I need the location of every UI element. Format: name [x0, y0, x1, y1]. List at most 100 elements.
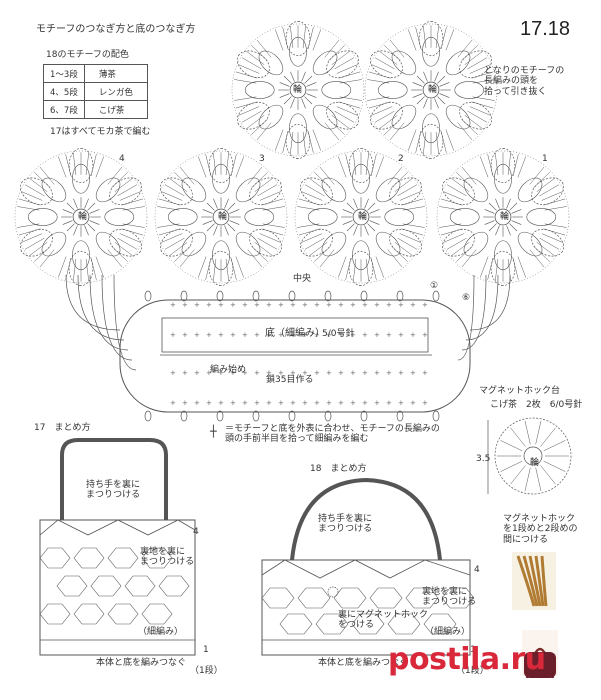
motif-inner-petal: [384, 208, 415, 226]
crochet-motif: [436, 148, 570, 286]
motif-stitch: [434, 71, 439, 82]
motif-double-crochet: [407, 29, 417, 51]
motif-outer-petal: [208, 148, 234, 184]
join-arrow: [77, 274, 125, 341]
motif-double-crochet: [328, 119, 345, 135]
motif-center-ring: [72, 208, 90, 226]
motif-double-crochet: [57, 256, 67, 278]
motif-inner-petal: [377, 81, 408, 99]
motif-double-crochet: [95, 256, 105, 278]
single-crochet-mark: +: [254, 399, 260, 407]
single-crochet-mark: +: [254, 369, 260, 377]
motif-double-crochet: [365, 258, 369, 282]
motif-double-crochet: [435, 25, 439, 49]
bag-17-body: [39, 519, 196, 656]
motif-stitch: [213, 225, 218, 236]
motif-stitch: [290, 71, 295, 82]
motif-double-crochet: [197, 156, 207, 178]
motif-center-ring: [289, 81, 307, 99]
motif-double-crochet: [337, 256, 347, 278]
motif-double-crochet: [256, 39, 272, 58]
motif-double-crochet: [467, 110, 488, 123]
motif-double-crochet: [402, 223, 425, 228]
motif-double-crochet: [440, 228, 463, 236]
bag-18-body: [261, 559, 471, 656]
motif-double-crochet: [407, 129, 417, 151]
motif-double-crochet: [507, 152, 511, 176]
motif-double-crochet: [319, 166, 335, 185]
motif-double-crochet: [301, 233, 323, 243]
single-crochet-mark: +: [266, 369, 272, 377]
motif-double-crochet: [451, 177, 470, 192]
motif-outer-petal: [109, 177, 142, 206]
clasp-stitch: [524, 467, 531, 492]
motif-outer-petal: [348, 250, 374, 286]
assembly-17-title: 17 まとめ方: [34, 423, 91, 433]
motif-double-crochet: [471, 101, 494, 109]
motif-inner-petal: [375, 231, 401, 257]
motif-stitch: [87, 223, 96, 232]
motif-double-crochet: [225, 258, 229, 282]
crochet-motif: [154, 148, 288, 286]
motif-center-ring: [422, 81, 440, 99]
motif-double-crochet: [261, 228, 284, 236]
motif-inner-petal: [235, 231, 261, 257]
single-crochet-mark: +: [374, 369, 380, 377]
motif-outer-petal: [531, 228, 564, 257]
motif-stitch: [346, 202, 355, 211]
motif-double-crochet: [17, 206, 40, 211]
motif-double-crochet: [34, 172, 51, 188]
motif-double-crochet: [235, 71, 258, 79]
assembly-18-num-4: 4: [474, 565, 480, 575]
motif-stitch: [283, 75, 292, 84]
motif-double-crochet: [512, 257, 519, 280]
motif-inner-petal: [321, 231, 347, 257]
single-crochet-mark: +: [230, 301, 236, 309]
motif-inner-petal: [95, 177, 121, 203]
motif-inner-petal: [312, 50, 338, 76]
motif-outer-petal: [370, 50, 403, 79]
motif-inner-petal: [244, 81, 275, 99]
motif-double-crochet: [443, 191, 465, 201]
motif-double-crochet: [336, 64, 358, 74]
motif-inner-petal: [517, 177, 543, 203]
single-crochet-mark: +: [302, 331, 308, 339]
motif-inner-petal: [526, 208, 557, 226]
single-crochet-mark: +: [206, 331, 212, 339]
bag-18-hexagon: [369, 587, 403, 609]
motif-double-crochet: [337, 156, 347, 178]
motif-stitch: [506, 225, 511, 236]
motif-inner-petal: [244, 208, 275, 226]
motif-outer-petal: [418, 21, 444, 57]
motif-inner-petal: [445, 50, 471, 76]
motif-stitch: [369, 209, 380, 214]
motif-double-crochet: [18, 228, 41, 236]
motif-double-crochet: [479, 156, 489, 178]
motif-double-crochet: [179, 249, 195, 268]
motif-double-crochet: [158, 228, 181, 236]
motif-double-crochet: [254, 177, 273, 192]
motif-outline: [364, 23, 498, 157]
motif-double-crochet: [387, 249, 403, 268]
motif-double-crochet: [517, 256, 527, 278]
join-arrow: [469, 274, 511, 331]
motif-double-crochet: [234, 96, 257, 101]
clasp-title: マグネットホック台: [479, 386, 561, 396]
motif-double-crochet: [451, 242, 470, 257]
motif-double-crochet: [375, 156, 385, 178]
motif-inner-petal: [258, 104, 284, 130]
motif-stitch: [416, 96, 425, 105]
motif-stitch: [202, 220, 213, 225]
motif-inner-petal: [463, 177, 489, 203]
motif-stitch: [342, 220, 353, 225]
motif-double-crochet: [262, 206, 285, 211]
single-crochet-mark: +: [326, 331, 332, 339]
motif-double-crochet: [121, 228, 144, 236]
motif-double-crochet: [174, 246, 191, 262]
color-note: 17はすべてモカ茶で編む: [50, 127, 151, 137]
motif-double-crochet: [257, 184, 278, 197]
join-stitch: [396, 290, 404, 302]
motif-inner-petal: [41, 231, 67, 257]
motif-outer-petal: [348, 148, 374, 184]
motif-double-crochet: [368, 101, 391, 109]
